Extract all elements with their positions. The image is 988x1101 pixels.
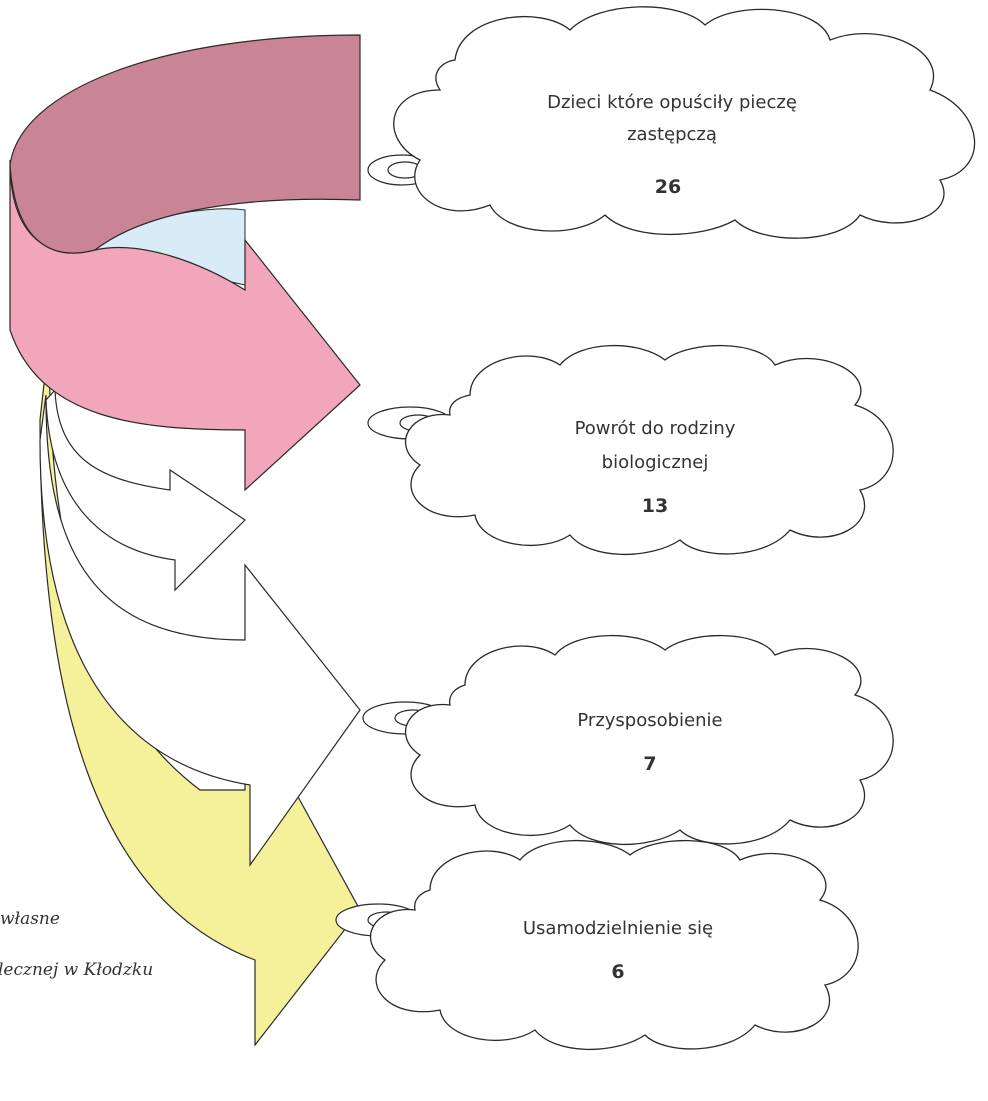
cloud-label-line-2: biologicznej	[602, 452, 709, 473]
cloud-return-biological-family: Powrót do rodziny biologicznej 13	[367, 344, 894, 556]
cloud-label-line-1: Powrót do rodziny	[575, 418, 736, 439]
source-line-2: lecznej w Kłodzku	[0, 960, 153, 980]
cloud-shape	[405, 344, 894, 556]
cloud-adoption: Przysposobienie 7	[362, 634, 894, 846]
cloud-value: 13	[642, 495, 668, 517]
cloud-children-left-care: Dzieci które opuściły pieczę zastępczą 2…	[367, 6, 976, 239]
cloud-value: 26	[655, 176, 681, 198]
pink-arrow-top	[9, 34, 361, 254]
white-arrow-adoption	[39, 394, 361, 867]
cloud-label-line-1: Przysposobienie	[577, 710, 722, 731]
cloud-label-line-2: zastępczą	[627, 124, 717, 145]
cloud-independence: Usamodzielnienie się 6	[335, 839, 859, 1051]
cloud-value: 7	[643, 753, 656, 775]
cloud-value: 6	[611, 961, 624, 983]
cloud-shape	[370, 839, 859, 1051]
white-arrow-upper	[45, 388, 246, 592]
cloud-label-line-1: Usamodzielnienie się	[523, 918, 713, 939]
source-line-1: własne	[0, 909, 60, 929]
cloud-shape	[405, 634, 894, 846]
cloud-shape	[393, 6, 976, 239]
cloud-label-line-1: Dzieci które opuściły pieczę	[547, 92, 797, 113]
